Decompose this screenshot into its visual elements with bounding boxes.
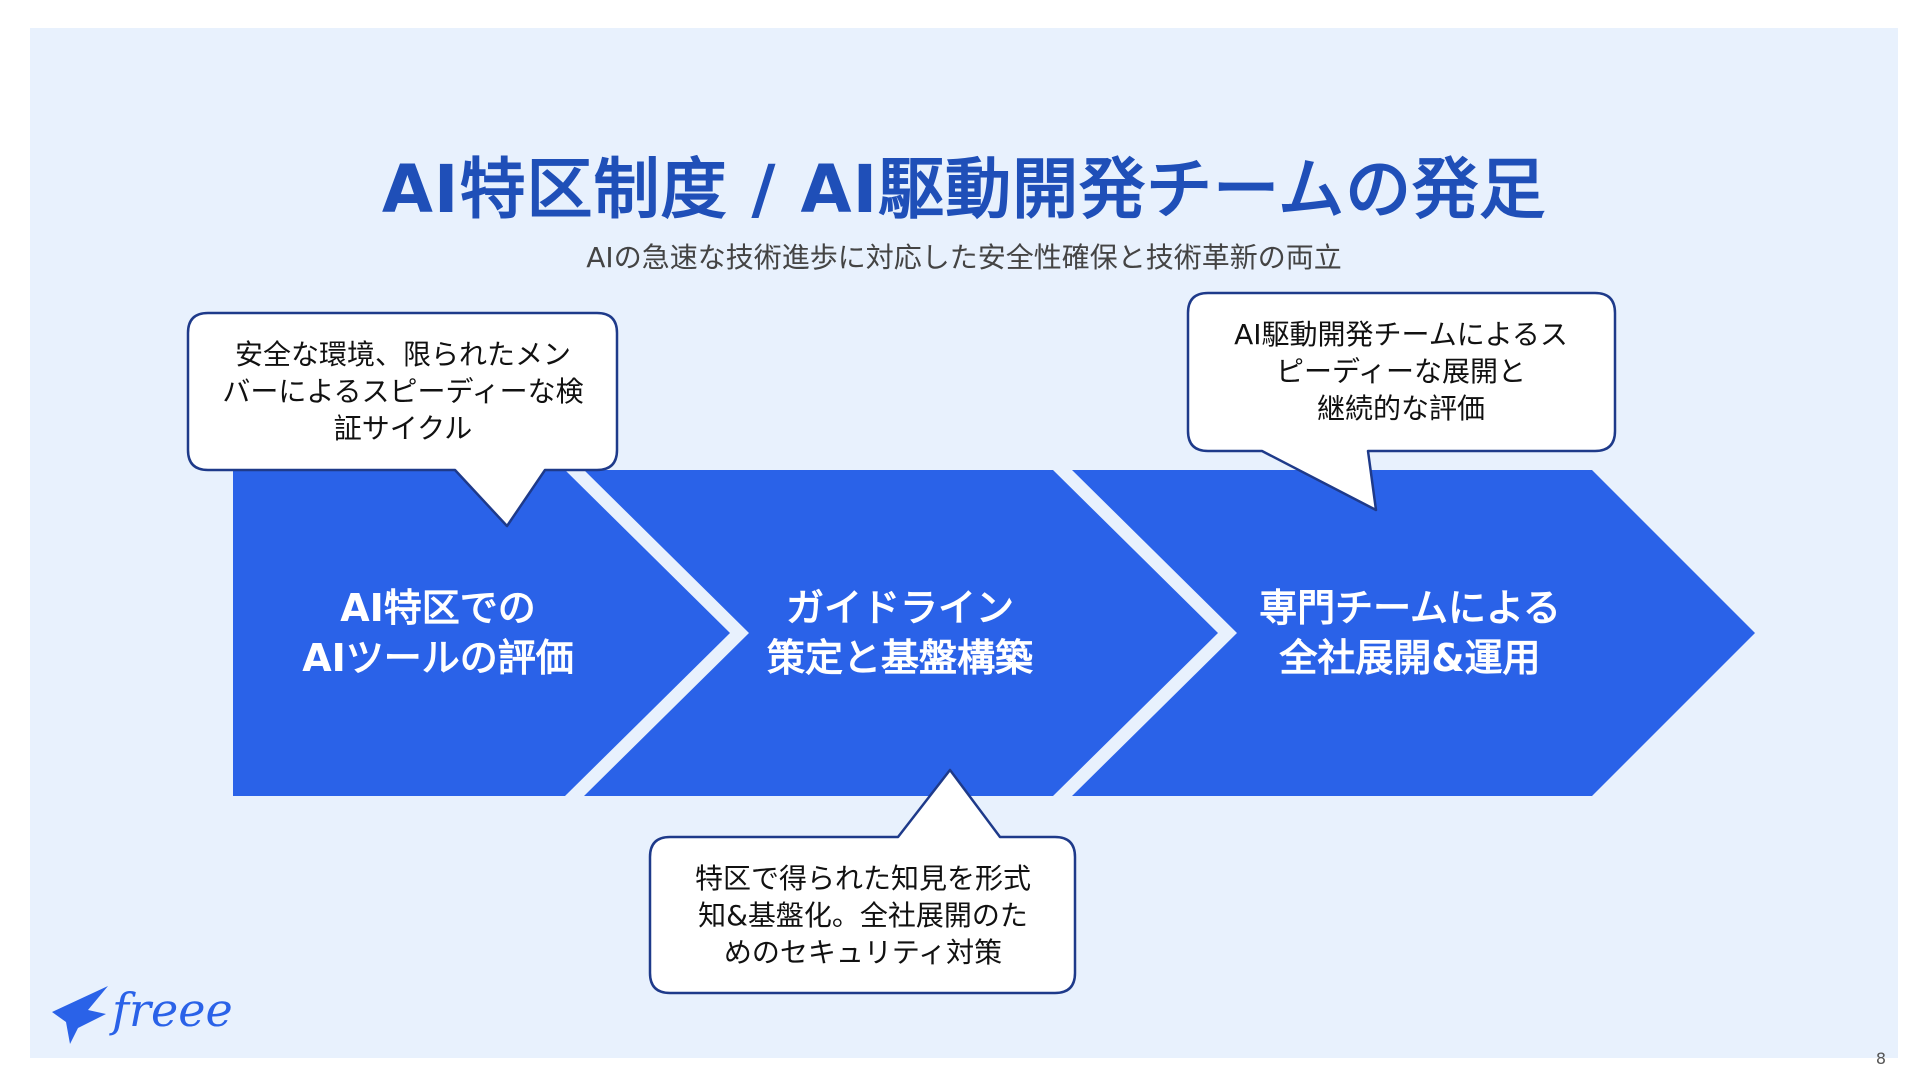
step-label-line: 策定と基盤構築	[766, 636, 1033, 680]
callout-bubble-2	[648, 768, 1077, 995]
callout-line: めのセキュリティ対策	[723, 936, 1003, 969]
freee-bird-icon	[52, 986, 108, 1044]
callout-line: 継続的な評価	[1316, 392, 1485, 425]
callout-line: バーによるスピーディーな検	[222, 375, 584, 408]
step-label-2: ガイドライン 策定と基盤構築	[720, 583, 1080, 683]
step-arrow-1	[233, 470, 730, 796]
callout-text-1: 安全な環境、限られたメン バーによるスピーディーな検 証サイクル	[196, 336, 610, 447]
step-label-line: ガイドライン	[785, 586, 1014, 630]
callout-line: ピーディーな展開と	[1275, 355, 1527, 388]
step-arrow-2	[584, 470, 1218, 796]
step-arrow-3	[1072, 470, 1755, 796]
callout-bubble-1	[186, 311, 619, 528]
slide-subtitle: AIの急速な技術進歩に対応した安全性確保と技術革新の両立	[586, 241, 1342, 274]
step-label-line: AIツールの評価	[302, 636, 574, 680]
step-label-3: 専門チームによる 全社展開&運用	[1210, 583, 1610, 683]
step-label-line: 専門チームによる	[1259, 586, 1561, 630]
slide-title: AI特区制度 / AI駆動開発チームの発足	[381, 151, 1547, 228]
callout-line: 証サイクル	[333, 412, 473, 445]
page-number: 8	[1875, 1049, 1886, 1068]
callout-text-3: AI駆動開発チームによるス ピーディーな展開と 継続的な評価	[1194, 316, 1608, 427]
step-label-line: 全社展開&運用	[1279, 636, 1541, 680]
callout-bubble-3	[1186, 291, 1617, 512]
step-label-1: AI特区での AIツールの評価	[258, 583, 618, 683]
callout-line: 安全な環境、限られたメン	[234, 338, 571, 371]
logo-wordmark: freee	[109, 983, 233, 1037]
freee-logo: freee	[52, 983, 233, 1044]
callout-text-2: 特区で得られた知見を形式 知&基盤化。全社展開のた めのセキュリティ対策	[656, 860, 1070, 971]
step-label-line: AI特区での	[340, 586, 536, 630]
callout-line: AI駆動開発チームによるス	[1234, 318, 1568, 351]
callout-line: 特区で得られた知見を形式	[694, 862, 1031, 895]
callout-line: 知&基盤化。全社展開のた	[698, 899, 1028, 932]
